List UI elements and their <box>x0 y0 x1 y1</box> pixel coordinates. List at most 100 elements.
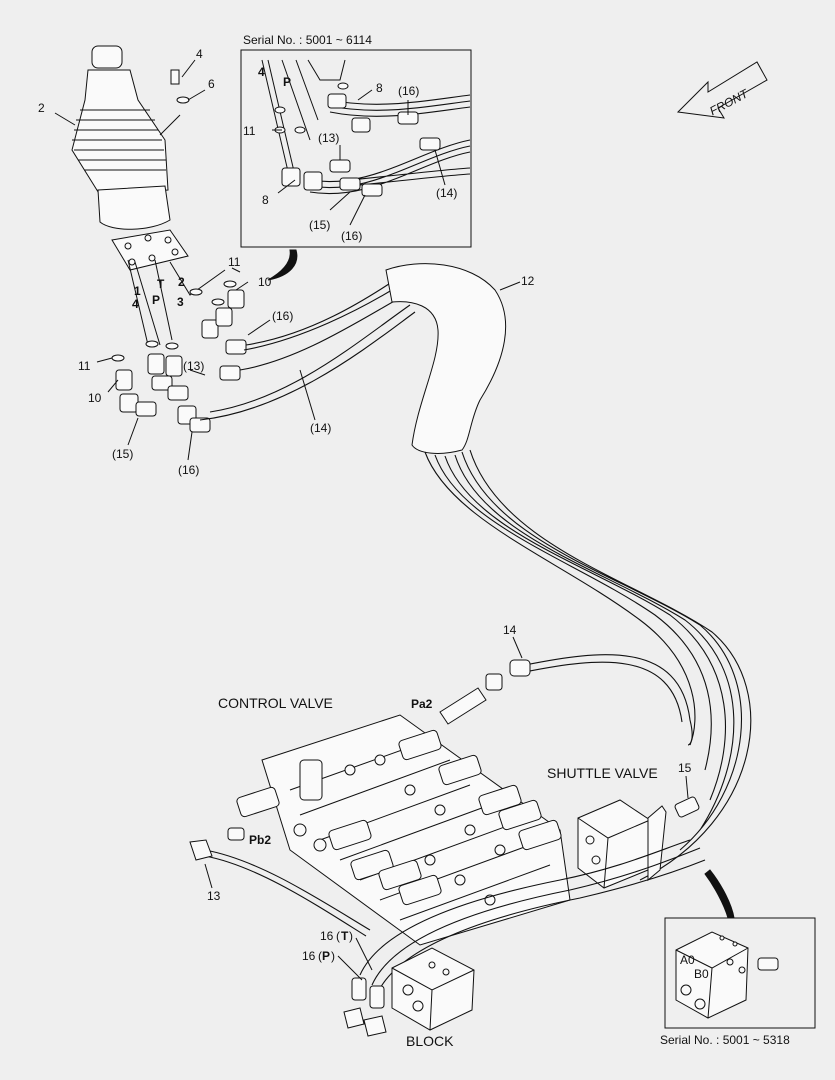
joystick-assembly: 2 4 6 <box>38 45 215 271</box>
inset-port-p: P <box>283 75 291 89</box>
inset-callout-16b: (16) <box>341 229 362 243</box>
pilot-ports: 1 2 3 4 T P 11 10 <box>78 255 331 477</box>
callout-15a: (15) <box>112 447 133 461</box>
hose-13-leader <box>204 863 213 889</box>
fitting-16p <box>369 985 385 1009</box>
bolt-4 <box>170 69 180 85</box>
hoses-lower <box>424 449 752 881</box>
port-2: 2 <box>178 275 185 289</box>
inset-port-b0: B0 <box>694 967 709 981</box>
callout-14a: (14) <box>310 421 331 435</box>
fitting-15-leader <box>685 775 689 799</box>
inset-bottom-serial: Serial No. : 5001 ~ 5318 <box>660 1033 790 1047</box>
callout-10a: 10 <box>88 391 102 405</box>
port-1: 1 <box>134 284 141 298</box>
block: BLOCK <box>343 947 475 1049</box>
hose-bundle: 12 <box>199 263 752 881</box>
callout-13b: 13 <box>207 889 221 903</box>
inset-port-a0: A0 <box>680 953 695 967</box>
callout-16p-num: 16 <box>302 949 316 963</box>
pilot-leaders <box>96 267 316 461</box>
shuttle-valve-title: SHUTTLE VALVE <box>547 765 658 781</box>
inset-port-4: 4 <box>258 65 265 79</box>
callout-15b: 15 <box>678 761 692 775</box>
inset-top: Serial No. : 5001 ~ 6114 4 P 11 8 (16) (… <box>240 33 472 281</box>
front-arrow-shape <box>676 61 768 119</box>
port-p: P <box>152 293 160 307</box>
shuttle-bracket <box>647 805 667 882</box>
inset-bottom: A0 B0 Serial No. : 5001 ~ 5318 <box>660 869 816 1047</box>
inset-bottom-frame <box>664 917 816 1029</box>
hoses-16-lines <box>359 839 706 993</box>
joystick-boot-folds <box>72 109 166 171</box>
port-3: 3 <box>177 295 184 309</box>
shuttle-ports <box>585 835 601 865</box>
callout-11a: 11 <box>78 359 91 373</box>
front-label: FRONT <box>707 86 752 119</box>
joystick-leaders <box>54 59 206 136</box>
inset-top-frame <box>240 49 472 248</box>
callout-16p-paren: ( <box>318 949 322 963</box>
inset-callout-15: (15) <box>309 218 330 232</box>
hose-13-fitting <box>189 839 213 861</box>
joystick-base <box>97 185 171 230</box>
inset-fittings <box>274 82 441 197</box>
control-valve: CONTROL VALVE Pb2 <box>218 695 571 946</box>
sleeve-leader <box>499 281 521 291</box>
inset-callout-8a: 8 <box>376 81 383 95</box>
callout-16t-paren: ( <box>336 929 340 943</box>
pb2-fitting <box>227 827 245 841</box>
inset-shuttle-body <box>675 931 749 1019</box>
hose-13: 13 <box>189 839 371 937</box>
hose-14-line <box>524 654 693 746</box>
valve-sections <box>289 739 551 921</box>
washer-6 <box>176 96 190 104</box>
callout-16t-num: 16 <box>320 929 334 943</box>
port-pa2: Pa2 <box>411 697 433 711</box>
hose-14-nut <box>485 673 503 691</box>
inset-shuttle-edges <box>675 947 749 1019</box>
callout-2: 2 <box>38 101 45 115</box>
callout-12: 12 <box>521 274 535 288</box>
callout-16a: (16) <box>272 309 293 323</box>
inset-tubes <box>261 59 319 181</box>
callout-16p-letter: P <box>322 949 330 963</box>
fitting-16t <box>351 977 367 1001</box>
control-valve-title: CONTROL VALVE <box>218 695 333 711</box>
port-fittings <box>111 280 247 433</box>
block-edges <box>391 967 475 1031</box>
shuttle-edges <box>577 817 651 889</box>
callout-16p-close: ) <box>331 949 335 963</box>
inset-top-serial: Serial No. : 5001 ~ 6114 <box>243 33 372 47</box>
inset-callout-8b: 8 <box>262 193 269 207</box>
inset-leaders <box>272 59 446 226</box>
callout-16t-close: ) <box>349 929 353 943</box>
port-pb2: Pb2 <box>249 833 271 847</box>
inset-callout-13: (13) <box>318 131 339 145</box>
inset-callout-11: 11 <box>243 124 256 138</box>
callout-14b: 14 <box>503 623 517 637</box>
hose-13-line <box>204 849 371 937</box>
hose-14-leader <box>512 636 523 659</box>
pa2-connector <box>439 687 487 725</box>
front-arrow: FRONT <box>676 61 768 119</box>
callout-6: 6 <box>208 77 215 91</box>
plate-holes <box>124 234 179 266</box>
hose-14: 14 Pa2 <box>411 623 693 746</box>
fitting-15 <box>674 796 700 818</box>
hoses-upper <box>199 277 416 421</box>
valve-ports <box>293 754 506 906</box>
inset-callout-14: (14) <box>436 186 457 200</box>
shuttle-valve: SHUTTLE VALVE 15 <box>547 761 700 889</box>
block-ports <box>402 961 450 1012</box>
inset-top-pointer <box>267 249 298 281</box>
inset-callout-16a: (16) <box>398 84 419 98</box>
callout-16t-letter: T <box>341 929 349 943</box>
valve-spools <box>236 729 562 906</box>
callout-10b: 10 <box>258 275 272 289</box>
joystick-boot <box>71 69 169 196</box>
port-tubes <box>127 259 226 346</box>
inset-shuttle-ports <box>680 935 746 1010</box>
